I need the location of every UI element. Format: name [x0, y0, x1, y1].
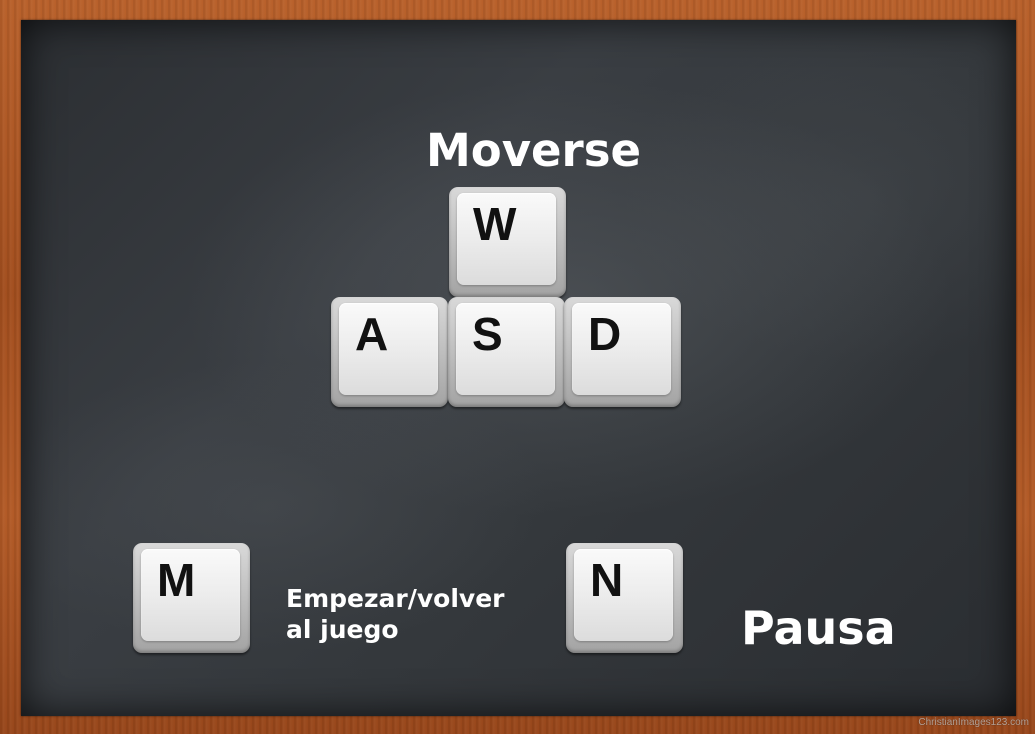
- key-d: D: [564, 297, 681, 407]
- pause-label: Pausa: [741, 601, 896, 655]
- watermark: ChristianImages123.com: [918, 717, 1029, 728]
- key-s: S: [448, 297, 565, 407]
- start-restart-label-line2: al juego: [286, 615, 399, 644]
- key-w-cap: W: [457, 193, 556, 285]
- key-n-cap: N: [574, 549, 673, 641]
- key-w-label: W: [473, 198, 517, 250]
- key-n-label: N: [590, 554, 624, 606]
- key-a-label: A: [355, 308, 389, 360]
- key-a: A: [331, 297, 448, 407]
- key-m-label: M: [157, 554, 196, 606]
- key-w: W: [449, 187, 566, 297]
- chalkboard: Moverse W A S D M Empez: [21, 20, 1016, 716]
- key-s-cap: S: [456, 303, 555, 395]
- key-s-label: S: [472, 308, 503, 360]
- key-n: N: [566, 543, 683, 653]
- start-restart-label: Empezar/volver al juego: [286, 583, 504, 645]
- key-d-cap: D: [572, 303, 671, 395]
- key-d-label: D: [588, 308, 622, 360]
- movement-title: Moverse: [426, 124, 642, 177]
- key-m: M: [133, 543, 250, 653]
- start-restart-label-line1: Empezar/volver: [286, 584, 505, 613]
- key-m-cap: M: [141, 549, 240, 641]
- key-a-cap: A: [339, 303, 438, 395]
